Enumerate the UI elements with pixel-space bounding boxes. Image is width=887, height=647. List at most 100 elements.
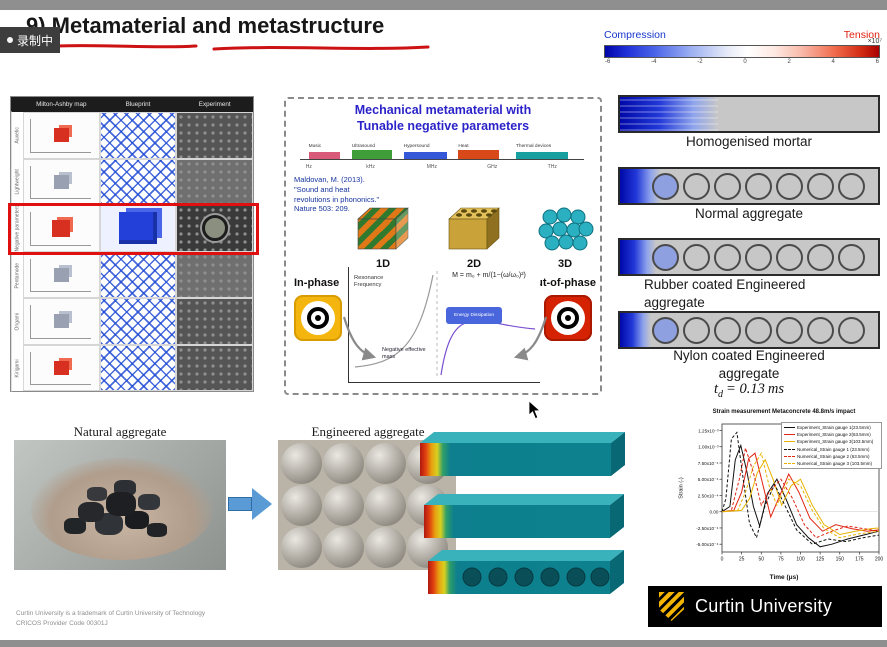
aggregate-sphere — [323, 443, 364, 484]
aggregate-circle — [714, 172, 741, 200]
colorbar-tick: 2 — [787, 59, 791, 65]
matrix-column-header: Milton-Ashby map — [36, 101, 87, 108]
colorbar-tick: 6 — [875, 59, 879, 65]
aggregate-circle — [652, 316, 679, 344]
sim-strip-homogenised — [618, 95, 880, 133]
strip-label-homogenised: Homogenised mortar — [685, 134, 813, 149]
matrix-row: Origami — [11, 298, 254, 345]
colorbar-tick: 4 — [831, 59, 835, 65]
timeline-segment-label: Thermal devices — [516, 144, 552, 149]
aggregate-circle — [745, 172, 772, 200]
matrix-row-label: Lightweight — [11, 158, 23, 205]
footer-line2: CRICOS Provider Code 00301J — [16, 620, 108, 628]
svg-text:25: 25 — [739, 557, 745, 563]
compression-label: Compression — [604, 29, 666, 41]
chart-series — [721, 458, 880, 536]
matrix-row: Negative parameters — [11, 205, 254, 252]
legend-swatch — [784, 463, 795, 465]
timeline-segment — [458, 150, 499, 159]
svg-text:0.00: 0.00 — [710, 510, 719, 515]
aggregate-circle — [714, 316, 741, 344]
recording-badge[interactable]: 录制中 — [0, 27, 60, 53]
sim-strip-nylon — [618, 311, 880, 349]
matrix-cell-bp — [99, 251, 177, 298]
effective-mass-formula: M = m₀ + m/(1−(ω/ω₀)²) — [452, 272, 526, 279]
aggregate-sphere — [281, 485, 322, 526]
resonance-plot — [348, 267, 540, 383]
legend-label: Numerical_Strain gauge 2 (63.5mm) — [797, 453, 870, 459]
citation-line: revolutions in phononics." — [294, 194, 380, 204]
timeline-segment — [403, 152, 447, 159]
sim-bar-plain — [420, 432, 625, 476]
aggregate-circle — [745, 243, 772, 271]
timeline-segment — [308, 152, 341, 159]
strip-label-normal: Normal aggregate — [694, 206, 804, 221]
colorbar-tick: 0 — [743, 59, 747, 65]
cube-1d: 1D — [350, 203, 416, 270]
chart-series — [721, 451, 880, 539]
colorbar-gradient — [604, 45, 880, 58]
matrix-row-label: Kirigami — [11, 344, 23, 391]
matrix-row-label: Negative parameters — [11, 205, 23, 252]
legend-swatch — [784, 427, 795, 429]
footer-disclaimer: Curtin University is a trademark of Curt… — [16, 609, 205, 630]
figure-title-line2: Tunable negative parameters — [356, 118, 530, 133]
tension-label: Tension — [843, 29, 880, 41]
aggregate-circle — [807, 172, 834, 200]
center-figure: Mechanical metamaterial with Tunable neg… — [284, 97, 602, 395]
out-of-phase-resonator-icon — [544, 295, 592, 341]
aggregate-sphere — [281, 527, 322, 568]
cube-2d: 2D — [441, 203, 507, 270]
matrix-cell-map — [23, 158, 100, 205]
svg-text:-2.50x10⁻⁴: -2.50x10⁻⁴ — [696, 526, 718, 531]
matrix-cell-map — [23, 251, 100, 298]
aggregate-circle — [838, 243, 865, 271]
right-arrow-icon — [228, 488, 276, 520]
legend-item: Numerical_Strain gauge 1 (23.5mm) — [784, 446, 879, 453]
sim-bar-coated — [424, 494, 624, 538]
stress-wave — [620, 97, 719, 131]
svg-text:-5.00x10⁻⁴: -5.00x10⁻⁴ — [696, 542, 718, 547]
sim-bar-voids — [428, 550, 624, 594]
footer-line1: Curtin University is a trademark of Curt… — [16, 610, 206, 617]
matrix-cell-sem — [176, 205, 254, 252]
colorbar-tick: -4 — [651, 59, 657, 65]
stress-wave — [620, 313, 651, 347]
colorbar-tick: -6 — [605, 59, 611, 65]
matrix-cell-bp — [99, 344, 177, 391]
aggregate-circle — [683, 316, 710, 344]
recording-dot-icon — [6, 37, 13, 43]
timeline-segment — [351, 150, 393, 159]
engineered-aggregate-caption: Engineered aggregate — [311, 424, 425, 439]
colorbar-tick: -2 — [697, 59, 703, 65]
aggregate-circle — [776, 172, 803, 200]
matrix-cell-bp — [99, 112, 177, 159]
matrix-cell-map — [23, 344, 100, 391]
legend-item: Experiment_Strain gauge 3(103.5mm) — [784, 438, 879, 445]
matrix-cell-map — [23, 112, 100, 159]
citation: Maldovan, M. (2013). "Sound and heat rev… — [294, 175, 384, 214]
timeline-segment-label: Ultrasound — [351, 144, 376, 149]
figure-title-line1: Mechanical metamaterial with — [354, 103, 532, 117]
aggregate-circle — [652, 172, 679, 200]
svg-text:0: 0 — [721, 557, 724, 563]
svg-text:2.50x10⁻⁴: 2.50x10⁻⁴ — [698, 493, 719, 498]
legend-label: Experiment_Strain gauge 2(63.5mm) — [797, 432, 871, 438]
aggregate-sphere — [281, 443, 322, 484]
cube-1d-graphic — [357, 207, 409, 250]
legend-label: Experiment_Strain gauge 1(23.5mm) — [797, 425, 871, 430]
cube-3d: 3D — [532, 203, 598, 270]
aggregate-circle — [745, 316, 772, 344]
matrix-row: Pentamode — [11, 251, 254, 298]
legend-label: Numerical_Strain gauge 1 (23.5mm) — [797, 446, 870, 452]
matrix-column-header: Experiment — [198, 101, 231, 108]
aggregate-circle — [652, 243, 679, 271]
matrix-row-label: Pentamode — [11, 251, 23, 298]
matrix-row: Kirigami — [11, 344, 254, 391]
matrix-row: Auxetic — [11, 112, 254, 159]
